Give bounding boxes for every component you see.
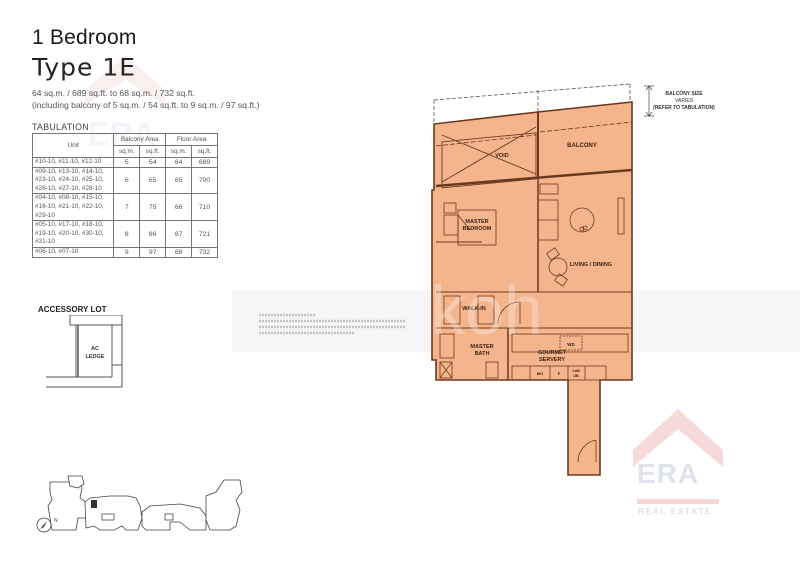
balcony-sqft-header: sq.ft.: [139, 145, 167, 158]
unit-cell: #04-10, #08-10, #15-10, #16-10, #21-10, …: [31, 193, 115, 222]
bedroom-title: 1 Bedroom: [32, 26, 137, 49]
floor-sqm-cell: 66: [165, 193, 193, 222]
tabulation-label: TABULATION: [32, 122, 89, 132]
floor-sqm-cell: 67: [165, 220, 193, 248]
balcony-label: BALCONY: [567, 143, 597, 149]
floor-sqft-cell: 721: [191, 220, 218, 248]
unit-cell: #05-10, #17-10, #18-10, #19-10, #20-10, …: [31, 220, 115, 248]
balcony-sqm-cell: 7: [113, 193, 141, 222]
unit-cell: #09-10, #13-10, #14-10, #23-10, #24-10, …: [31, 166, 115, 195]
balcony-sqm-cell: 5: [113, 157, 141, 168]
north-label: N: [54, 518, 58, 524]
tabulation-table: Unit Balcony Area Floor Area sq.m. sq.ft…: [31, 133, 218, 258]
master-bath-label-2: BATH: [475, 351, 490, 357]
unit-line: #16-10, #21-10, #22-10,: [35, 202, 104, 210]
master-bedroom-label-1: MASTER: [465, 219, 488, 225]
fridge-label: F: [558, 371, 561, 376]
key-plan: N: [36, 475, 243, 533]
era-watermark-text: ERA: [637, 458, 700, 489]
unit-outline: [431, 101, 633, 476]
walk-in-label: WALK-IN: [462, 306, 486, 312]
table-row: #10-10, #11-10, #12-10 5 54 64 689: [31, 157, 218, 168]
mo-label: MO: [537, 371, 543, 376]
area-range-text: 64 sq.m. / 689 sq.ft. to 68 sq.m. / 732 …: [32, 88, 195, 98]
void-label: VOID: [495, 153, 508, 159]
balcony-sqm-cell: 6: [113, 166, 141, 195]
cab-label-2: DB: [573, 374, 579, 378]
balcony-sqft-cell: 97: [139, 246, 167, 258]
unit-line: #04-10, #08-10, #15-10,: [35, 194, 104, 202]
unit-line: #29-10: [35, 211, 55, 219]
era-watermark-logo: [633, 409, 723, 467]
floor-sqft-cell: 710: [191, 193, 218, 222]
unit-line: #19-10, #20-10, #30-10,: [35, 229, 104, 237]
unit-cell: #10-10, #11-10, #12-10: [31, 157, 115, 168]
balcony-sqm-cell: 9: [113, 246, 141, 258]
balcony-sqft-cell: 54: [139, 157, 167, 168]
unit-cell: #06-10, #07-10: [31, 246, 115, 258]
balcony-size-note-3: (REFER TO TABULATION): [653, 105, 715, 111]
balcony-sqft-cell: 75: [139, 193, 167, 222]
floor-sqm-cell: 64: [165, 157, 193, 168]
accessory-lot-drawing: AC LEDGE: [46, 315, 123, 388]
balcony-area-header: Balcony Area: [113, 133, 167, 146]
unit-line: #05-10, #17-10, #18-10,: [35, 221, 104, 229]
unit-line: #26-10, #27-10, #28-10: [35, 184, 102, 192]
balcony-sqm-cell: 8: [113, 220, 141, 248]
ac-ledge-label-2: LEDGE: [86, 354, 105, 360]
gourmet-servery-label-1: GOURMET: [538, 350, 567, 356]
balcony-size-note-1: BALCONY SIZE: [665, 91, 703, 97]
era-watermark-subtext: REAL ESTATE: [638, 507, 713, 516]
balcony-size-note-2: VARIES: [675, 98, 694, 104]
balcony-sqm-header: sq.m.: [113, 145, 141, 158]
unit-line: #06-10, #07-10: [35, 247, 79, 255]
unit-line: #09-10, #13-10, #14-10,: [35, 167, 104, 175]
koh-watermark: koh: [430, 271, 543, 349]
unit-location-marker: [91, 500, 97, 508]
floor-sqft-cell: 700: [191, 166, 218, 195]
north-arrow-icon: [36, 517, 52, 533]
master-bath-label-1: MASTER: [470, 344, 493, 350]
unit-line: #23-10, #24-10, #25-10,: [35, 176, 104, 184]
living-dining-label: LIVING / DINING: [570, 262, 612, 268]
floor-area-header: Floor Area: [165, 133, 218, 146]
table-row: #05-10, #17-10, #18-10, #19-10, #20-10, …: [31, 220, 218, 248]
unit-header: Unit: [31, 133, 115, 158]
balcony-sqft-cell: 86: [139, 220, 167, 248]
floor-sqm-cell: 65: [165, 166, 193, 195]
floor-sqft-cell: 732: [191, 246, 218, 258]
table-row: #09-10, #13-10, #14-10, #23-10, #24-10, …: [31, 166, 218, 195]
floor-sqft-header: sq.ft.: [191, 145, 218, 158]
unit-type-title: Type 1E: [32, 53, 137, 82]
floor-sqm-cell: 68: [165, 246, 193, 258]
cab-label-1: CAB: [572, 369, 580, 373]
koh-watermark-text: koh: [430, 271, 543, 349]
gourmet-servery-label-2: SERVERY: [539, 357, 565, 363]
ac-ledge-label-1: AC: [91, 346, 99, 352]
table-row: #04-10, #08-10, #15-10, #16-10, #21-10, …: [31, 193, 218, 222]
era-watermark-bar: [637, 499, 719, 504]
balcony-sqft-cell: 65: [139, 166, 167, 195]
unit-line: #31-10: [35, 238, 55, 246]
master-bedroom-label-2: BEDROOM: [463, 226, 492, 232]
wd-label: WD: [567, 342, 575, 347]
table-row: #06-10, #07-10 9 97 68 732: [31, 246, 218, 258]
balcony-range-text: (including balcony of 5 sq.m. / 54 sq.ft…: [32, 100, 260, 110]
floor-sqm-header: sq.m.: [165, 145, 193, 158]
accessory-lot-label: ACCESSORY LOT: [38, 305, 107, 314]
blurred-watermark-text: [259, 313, 405, 335]
floor-plan: VOID BALCONY: [431, 83, 715, 476]
floor-sqft-cell: 689: [191, 157, 218, 168]
unit-line: #10-10, #11-10, #12-10: [35, 158, 102, 165]
